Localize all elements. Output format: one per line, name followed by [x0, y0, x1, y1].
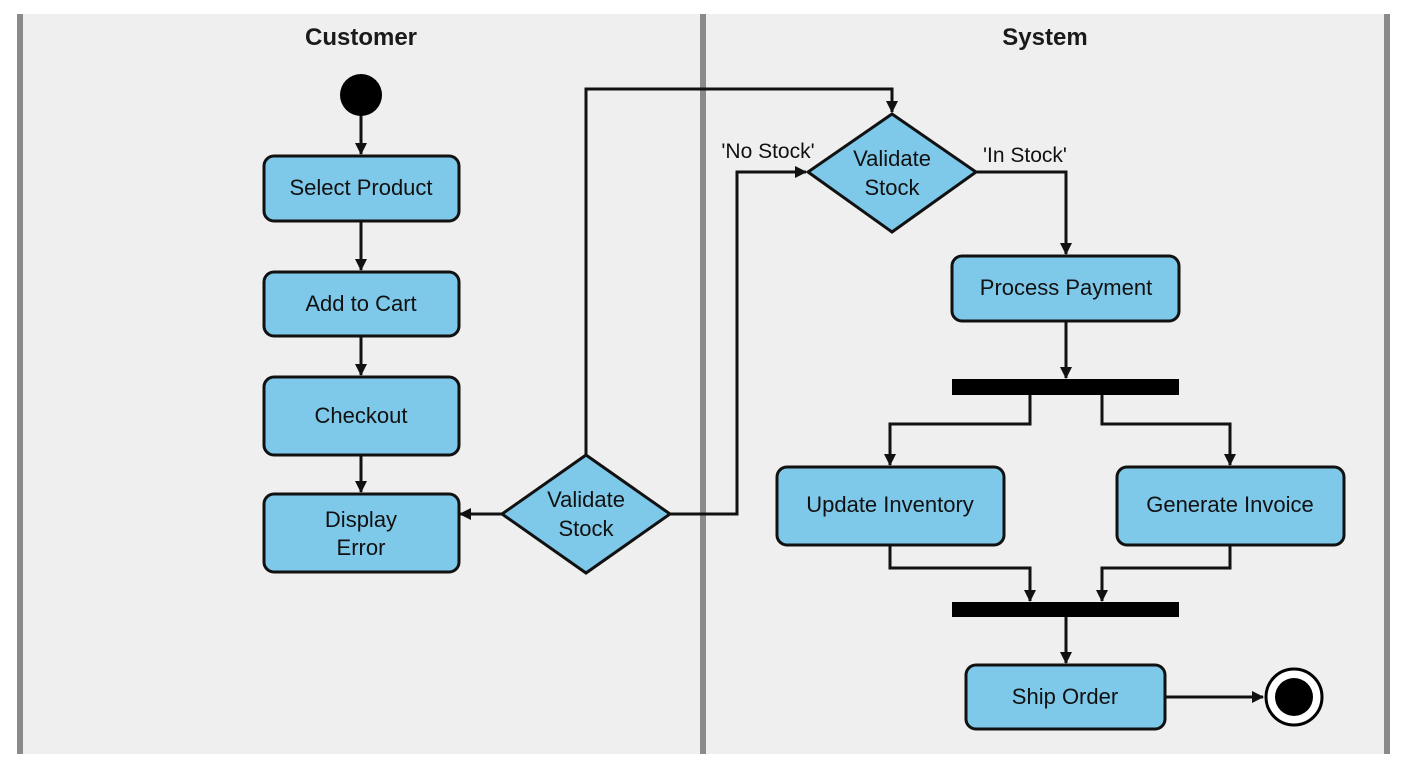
flow-validate-to-system: [584, 87, 898, 455]
decision-validate-stock-system: Validate Stock: [805, 112, 979, 234]
guard-no-stock: 'No Stock': [721, 140, 814, 163]
decision-validate-stock-system-label-2: Stock: [864, 175, 920, 200]
activity-checkout-label: Checkout: [315, 403, 408, 428]
system-lane-title: System: [1002, 24, 1087, 51]
activity-display-error: Display Error: [262, 492, 461, 574]
final-node: [1264, 667, 1324, 727]
flow-fork-to-inventory: [884, 395, 1032, 466]
flow-fork-to-invoice: [1100, 395, 1236, 466]
fork-bar: [952, 379, 1179, 395]
decision-validate-stock-customer-label-1: Validate: [547, 487, 625, 512]
activity-checkout: Checkout: [262, 375, 461, 457]
flow-lines: [355, 87, 1264, 703]
activity-add-to-cart: Add to Cart: [262, 270, 461, 338]
activity-update-inventory-label: Update Inventory: [806, 492, 974, 517]
activity-process-payment: Process Payment: [950, 254, 1181, 323]
activity-process-payment-label: Process Payment: [980, 275, 1152, 300]
flow-invoice-to-join: [1096, 545, 1232, 602]
initial-node: [340, 74, 382, 116]
guard-in-stock: 'In Stock': [983, 144, 1067, 167]
customer-lane-title: Customer: [305, 24, 417, 51]
flow-no-stock: [670, 166, 807, 516]
decision-validate-stock-customer-label-2: Stock: [558, 516, 614, 541]
activity-update-inventory: Update Inventory: [775, 465, 1006, 547]
activity-ship-order-label: Ship Order: [1012, 684, 1118, 709]
join-bar: [952, 602, 1179, 617]
activity-display-error-label-2: Error: [337, 535, 386, 560]
activity-generate-invoice: Generate Invoice: [1115, 465, 1346, 547]
activity-select-product-label: Select Product: [289, 175, 432, 200]
flow-inventory-to-join: [888, 545, 1036, 602]
activity-select-product: Select Product: [262, 154, 461, 223]
activity-generate-invoice-label: Generate Invoice: [1146, 492, 1314, 517]
decision-validate-stock-customer: Validate Stock: [499, 453, 673, 575]
activity-ship-order: Ship Order: [964, 663, 1167, 731]
activity-display-error-label-1: Display: [325, 507, 397, 532]
flow-in-stock: [976, 170, 1072, 255]
decision-validate-stock-system-label-1: Validate: [853, 146, 931, 171]
activity-add-to-cart-label: Add to Cart: [305, 291, 416, 316]
